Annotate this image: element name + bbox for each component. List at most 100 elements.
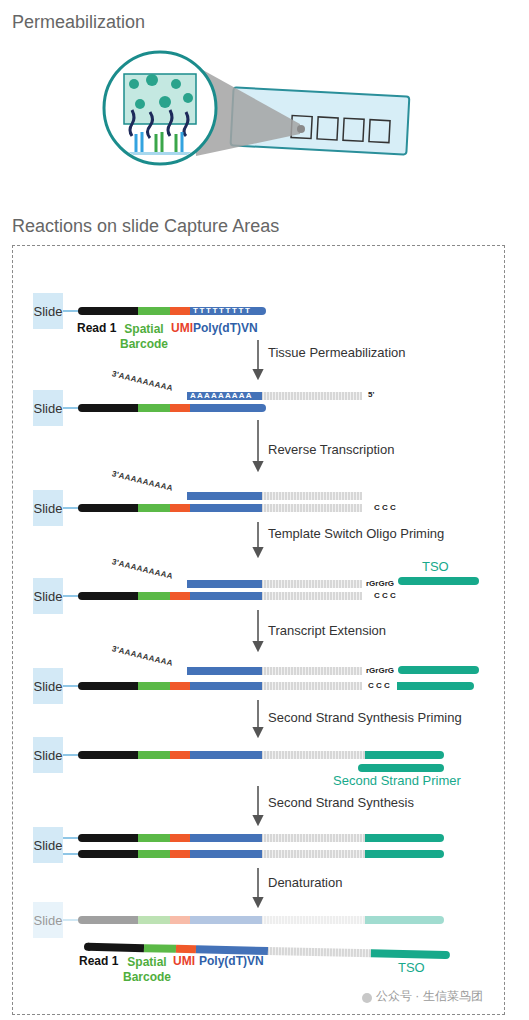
surface-link bbox=[63, 919, 82, 921]
polydt-segment bbox=[190, 504, 262, 512]
strand-end bbox=[436, 850, 444, 858]
transcript bbox=[184, 112, 188, 136]
slide-box: Slide bbox=[33, 293, 63, 329]
surface-link bbox=[63, 685, 82, 687]
reaction-row bbox=[63, 916, 444, 924]
segment-name: Poly(dT)VN bbox=[193, 322, 258, 336]
reaction-panel: Reactions on slide Capture AreasSlideSli… bbox=[12, 216, 505, 1015]
slide-label: Slide bbox=[34, 679, 63, 694]
polydt-segment bbox=[190, 751, 262, 759]
strand-end bbox=[398, 666, 406, 674]
polydt-segment bbox=[190, 682, 262, 690]
slide-label: Slide bbox=[34, 589, 63, 604]
base-label: C C C bbox=[374, 591, 396, 600]
surface-link bbox=[63, 595, 82, 597]
strand-end bbox=[436, 764, 444, 772]
tso-segment bbox=[365, 850, 440, 858]
slide-label: Slide bbox=[34, 913, 63, 928]
primer-name: Second Strand Primer bbox=[333, 774, 461, 789]
strand-end bbox=[78, 404, 86, 412]
dashed-frame bbox=[12, 245, 505, 1015]
probe bbox=[141, 132, 144, 152]
watermark-icon bbox=[362, 993, 372, 1003]
slide-box: Slide bbox=[33, 827, 63, 863]
slide-box: Slide bbox=[33, 390, 63, 426]
tso-segment bbox=[402, 666, 475, 674]
cell bbox=[171, 79, 181, 89]
cdna-segment bbox=[262, 592, 362, 600]
barcode-segment bbox=[138, 404, 170, 412]
slide-label: Slide bbox=[34, 748, 63, 763]
polya-segment bbox=[187, 580, 262, 588]
probe bbox=[161, 132, 164, 152]
tso-segment bbox=[397, 682, 470, 690]
tso-segment bbox=[365, 751, 440, 759]
primer-segment bbox=[362, 764, 440, 772]
segment-name: Read 1 bbox=[77, 322, 116, 336]
reaction-row bbox=[63, 834, 444, 858]
slide-box: Slide bbox=[33, 490, 63, 526]
reaction-row bbox=[84, 943, 450, 959]
cdna-segment bbox=[262, 850, 365, 858]
cdna-segment bbox=[262, 682, 362, 690]
umi-segment bbox=[170, 682, 190, 690]
capture-area bbox=[343, 118, 364, 141]
reaction-row bbox=[63, 751, 444, 772]
zoom-circle bbox=[104, 52, 216, 164]
cell bbox=[146, 74, 158, 86]
slide-label: Slide bbox=[34, 304, 63, 319]
segment-name: Spatial Barcode bbox=[114, 322, 174, 352]
strand-end bbox=[78, 307, 86, 315]
read1-segment bbox=[82, 751, 138, 759]
barcode-segment bbox=[138, 307, 170, 315]
barcode-segment bbox=[138, 682, 170, 690]
segment-name: Read 1 bbox=[79, 955, 118, 969]
reaction-row bbox=[63, 577, 479, 600]
step-arrow bbox=[257, 610, 259, 650]
read1-segment bbox=[82, 850, 138, 858]
step-label: Reverse Transcription bbox=[268, 443, 394, 458]
polydt-segment bbox=[190, 916, 262, 924]
step-arrow bbox=[257, 700, 259, 736]
polya-tail: 3'AAAAAAAAA bbox=[111, 369, 174, 393]
barcode-segment bbox=[138, 592, 170, 600]
strand-end bbox=[258, 307, 266, 315]
strand-end bbox=[78, 834, 86, 842]
segment-name: Poly(dT)VN bbox=[199, 955, 264, 969]
tso-segment bbox=[365, 916, 440, 924]
transcript bbox=[130, 110, 134, 136]
slide-label: Slide bbox=[34, 401, 63, 416]
cell bbox=[183, 93, 193, 103]
step-arrow bbox=[257, 868, 259, 906]
barcode-segment bbox=[138, 751, 170, 759]
umi-segment bbox=[170, 592, 190, 600]
cell bbox=[135, 99, 145, 109]
polydt-segment bbox=[190, 404, 262, 412]
polya-tail: 3'AAAAAAAAA bbox=[111, 644, 174, 668]
base-label: AAAAAAAAA bbox=[190, 391, 253, 400]
transcript bbox=[148, 112, 153, 138]
strand-end bbox=[436, 916, 444, 924]
slide-box: Slide bbox=[33, 578, 63, 614]
tso-segment bbox=[365, 834, 440, 842]
cdna-segment bbox=[262, 751, 365, 759]
segment-name: UMI bbox=[173, 955, 195, 969]
tso-segment bbox=[402, 577, 475, 585]
polydt-segment bbox=[190, 307, 262, 315]
barcode-segment bbox=[138, 504, 170, 512]
glass-slide bbox=[231, 87, 410, 154]
read1-segment bbox=[82, 592, 138, 600]
cdna-segment bbox=[262, 916, 365, 924]
step-label: Second Strand Synthesis Priming bbox=[268, 711, 462, 726]
end-label: 5' bbox=[368, 390, 374, 399]
strand-end bbox=[398, 577, 406, 585]
cell bbox=[159, 96, 171, 108]
strand-end bbox=[471, 577, 479, 585]
read1-segment bbox=[82, 307, 138, 315]
step-label: Tissue Permeabilization bbox=[268, 346, 406, 361]
strand-end bbox=[78, 850, 86, 858]
polydt-segment bbox=[190, 592, 262, 600]
strand-end bbox=[78, 916, 86, 924]
